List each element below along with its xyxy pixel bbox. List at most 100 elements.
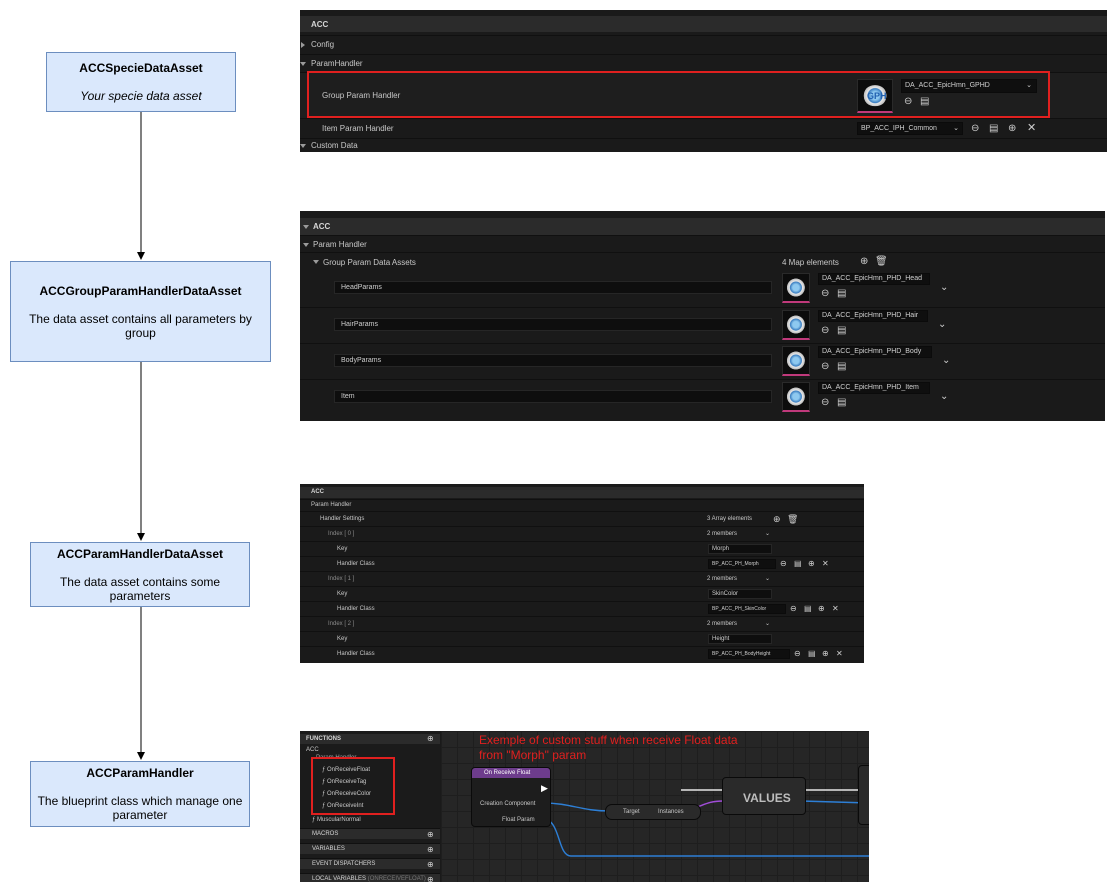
browse-back-icon[interactable]: ⊖ [971, 123, 980, 134]
collapse-arrow-icon[interactable] [303, 225, 309, 229]
add-icon[interactable]: ⊕ [860, 256, 869, 267]
map-key-field[interactable]: HairParams [334, 318, 772, 331]
browse-back-icon[interactable]: ⊖ [821, 325, 830, 336]
browse-back-icon[interactable]: ⊖ [821, 397, 830, 408]
key-row: Key Morph [300, 541, 864, 555]
asset-thumbnail[interactable] [782, 346, 810, 376]
handler-class-dropdown[interactable]: BP_ACC_PH_Morph [708, 559, 776, 569]
folder-browse-icon[interactable]: ▤ [837, 397, 847, 408]
chevron-down-icon[interactable]: ⌄ [765, 531, 771, 537]
chevron-down-icon[interactable]: ⌄ [938, 319, 947, 330]
local-variables-text: LOCAL VARIABLES [312, 876, 367, 882]
trash-icon[interactable]: 🗑 [787, 514, 799, 524]
map-row: HairParams DA_ACC_EpicHmn_PHD_Hair ⊖ ▤ ⌄ [300, 307, 1105, 343]
handler-class-dropdown[interactable]: BP_ACC_PH_SkinColor [708, 604, 786, 614]
folder-browse-icon[interactable]: ▤ [837, 288, 847, 299]
map-key-field[interactable]: Item [334, 390, 772, 403]
collapse-arrow-icon[interactable] [300, 62, 306, 66]
browse-back-icon[interactable]: ⊖ [780, 559, 787, 568]
collapse-arrow-icon[interactable] [300, 144, 306, 148]
add-icon[interactable]: ⊕ [427, 734, 434, 743]
close-icon[interactable]: ✕ [822, 559, 829, 568]
chevron-down-icon[interactable]: ⌄ [940, 391, 949, 402]
add-icon[interactable]: ⊕ [427, 860, 434, 869]
config-label: Config [311, 40, 335, 49]
trash-icon[interactable]: 🗑 [875, 256, 888, 267]
add-icon[interactable]: ⊕ [427, 875, 434, 882]
functions-label: FUNCTIONS [306, 736, 341, 742]
add-icon[interactable]: ⊕ [818, 604, 825, 613]
browse-back-icon[interactable]: ⊖ [904, 96, 913, 107]
asset-thumbnail[interactable] [782, 273, 810, 303]
item-param-handler-dropdown[interactable]: BP_ACC_IPH_Common ⌄ [857, 122, 963, 135]
handler-class-dropdown[interactable]: BP_ACC_PH_BodyHeight [708, 649, 790, 659]
next-node[interactable] [858, 765, 869, 825]
function-item[interactable]: ƒ OnReceiveInt [322, 803, 364, 809]
chevron-down-icon[interactable]: ⌄ [765, 621, 771, 627]
close-icon[interactable]: ✕ [1027, 122, 1037, 134]
function-item[interactable]: ƒ OnReceiveFloat [322, 767, 371, 773]
param-handler-row[interactable]: ParamHandler [300, 54, 1107, 72]
variables-header[interactable]: VARIABLES ⊕ [300, 843, 440, 854]
expand-arrow-icon[interactable] [301, 42, 305, 48]
asset-thumbnail[interactable]: GPH [857, 79, 893, 113]
collapse-arrow-icon[interactable] [303, 243, 309, 247]
param-handler-row[interactable]: Param Handler [300, 235, 1105, 252]
collapse-arrow-icon[interactable] [313, 260, 319, 264]
folder-browse-icon[interactable]: ▤ [920, 96, 930, 107]
browse-back-icon[interactable]: ⊖ [821, 288, 830, 299]
function-item[interactable]: ƒ OnReceiveColor [322, 791, 372, 797]
dispatchers-header[interactable]: EVENT DISPATCHERS ⊕ [300, 858, 440, 869]
function-item[interactable]: ƒ MuscularNormal [312, 817, 361, 823]
add-icon[interactable]: ⊕ [773, 514, 781, 524]
folder-browse-icon[interactable]: ▤ [989, 123, 999, 134]
map-value-dropdown[interactable]: DA_ACC_EpicHmn_PHD_Body [818, 346, 932, 358]
add-icon[interactable]: ⊕ [427, 845, 434, 854]
add-icon[interactable]: ⊕ [808, 559, 815, 568]
node-title: On Receive Float [484, 770, 531, 776]
group-param-handler-dropdown[interactable]: DA_ACC_EpicHmn_GPHD ⌄ [901, 79, 1037, 93]
folder-browse-icon[interactable]: ▤ [837, 325, 847, 336]
browse-back-icon[interactable]: ⊖ [821, 361, 830, 372]
macros-header[interactable]: MACROS ⊕ [300, 828, 440, 839]
asset-thumbnail[interactable] [782, 310, 810, 340]
folder-browse-icon[interactable]: ▤ [794, 559, 802, 568]
close-icon[interactable]: ✕ [836, 649, 843, 658]
function-item[interactable]: ƒ OnReceiveTag [322, 779, 367, 785]
exec-pin-icon[interactable]: ▶ [541, 783, 548, 793]
asset-thumbnail[interactable] [782, 382, 810, 412]
config-row[interactable]: Config [300, 35, 1107, 53]
event-node-on-receive-float[interactable]: On Receive Float ▶ Creation Component Fl… [471, 767, 551, 827]
map-key-field[interactable]: HeadParams [334, 281, 772, 294]
chevron-down-icon[interactable]: ⌄ [940, 282, 949, 293]
custom-data-row[interactable]: Custom Data [300, 138, 1107, 152]
local-variables-header[interactable]: LOCAL VARIABLES (ONRECEIVEFLOAT) ⊕ [300, 873, 440, 882]
map-value-dropdown[interactable]: DA_ACC_EpicHmn_PHD_Item [818, 382, 930, 394]
group-param-handler-label: Group Param Handler [322, 91, 401, 100]
key-field[interactable]: Morph [708, 544, 772, 554]
param-handler-label: Param Handler [313, 240, 367, 249]
add-icon[interactable]: ⊕ [427, 830, 434, 839]
values-node[interactable]: VALUES [722, 777, 806, 815]
close-icon[interactable]: ✕ [832, 604, 839, 613]
folder-browse-icon[interactable]: ▤ [837, 361, 847, 372]
chevron-down-icon[interactable]: ⌄ [942, 355, 951, 366]
key-field[interactable]: SkinColor [708, 589, 772, 599]
add-icon[interactable]: ⊕ [822, 649, 829, 658]
key-field[interactable]: Height [708, 634, 772, 644]
handler-settings-row: Handler Settings 3 Array elements ⊕ 🗑 [300, 511, 864, 525]
add-icon[interactable]: ⊕ [1008, 123, 1017, 134]
functions-header[interactable]: FUNCTIONS ⊕ [300, 734, 440, 744]
map-value-dropdown[interactable]: DA_ACC_EpicHmn_PHD_Head [818, 273, 930, 285]
graph-canvas[interactable]: Exemple of custom stuff when receive Flo… [441, 731, 869, 882]
map-value-dropdown[interactable]: DA_ACC_EpicHmn_PHD_Hair [818, 310, 928, 322]
folder-browse-icon[interactable]: ▤ [804, 604, 812, 613]
param-handler-row[interactable]: Param Handler [300, 499, 864, 510]
map-key-field[interactable]: BodyParams [334, 354, 772, 367]
function-name: OnReceiveInt [327, 803, 364, 809]
browse-back-icon[interactable]: ⊖ [790, 604, 797, 613]
chevron-down-icon[interactable]: ⌄ [765, 576, 771, 582]
browse-back-icon[interactable]: ⊖ [794, 649, 801, 658]
get-instances-node[interactable]: Target Instances [605, 804, 701, 820]
folder-browse-icon[interactable]: ▤ [808, 649, 816, 658]
